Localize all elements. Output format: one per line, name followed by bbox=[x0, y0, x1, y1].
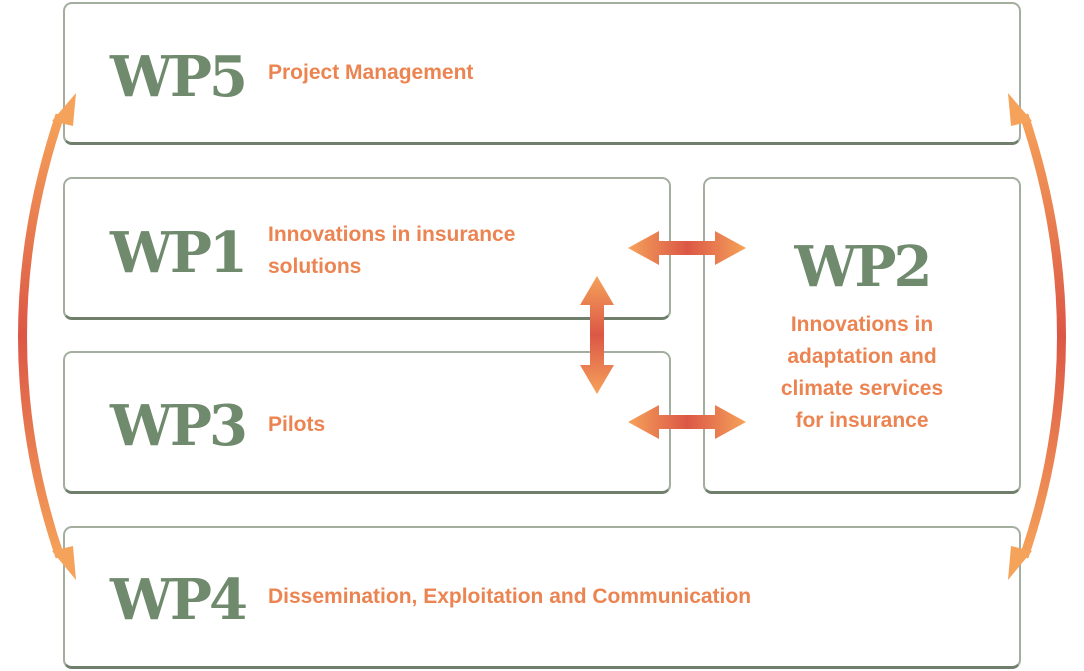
wp4-description: Dissemination, Exploitation and Communic… bbox=[268, 585, 752, 608]
wp2-box: WP2 Innovations in adaptation and climat… bbox=[703, 177, 1021, 494]
wp3-box: WP3 Pilots bbox=[63, 351, 671, 494]
wp3-label: WP3 bbox=[110, 393, 248, 459]
wp1-label: WP1 bbox=[110, 220, 248, 286]
right-curved-arrow bbox=[1008, 93, 1066, 580]
wp2-description: Innovations in adaptation and climate se… bbox=[780, 313, 944, 432]
wp3-wp2-arrow bbox=[628, 405, 746, 439]
wp4-label: WP4 bbox=[110, 567, 248, 633]
wp5-label: WP5 bbox=[110, 44, 248, 110]
wp4-box: WP4 Dissemination, Exploitation and Comm… bbox=[63, 526, 1021, 669]
left-curved-arrow bbox=[18, 93, 76, 580]
wp5-box: WP5 Project Management bbox=[63, 2, 1021, 145]
wp2-label: WP2 bbox=[794, 234, 933, 300]
wp1-description: Innovations in insurance solutions bbox=[268, 223, 516, 278]
wp1-wp3-arrow bbox=[580, 276, 614, 394]
wp3-description: Pilots bbox=[268, 413, 326, 436]
wp5-description: Project Management bbox=[268, 61, 474, 84]
wp1-wp2-arrow bbox=[628, 231, 746, 265]
